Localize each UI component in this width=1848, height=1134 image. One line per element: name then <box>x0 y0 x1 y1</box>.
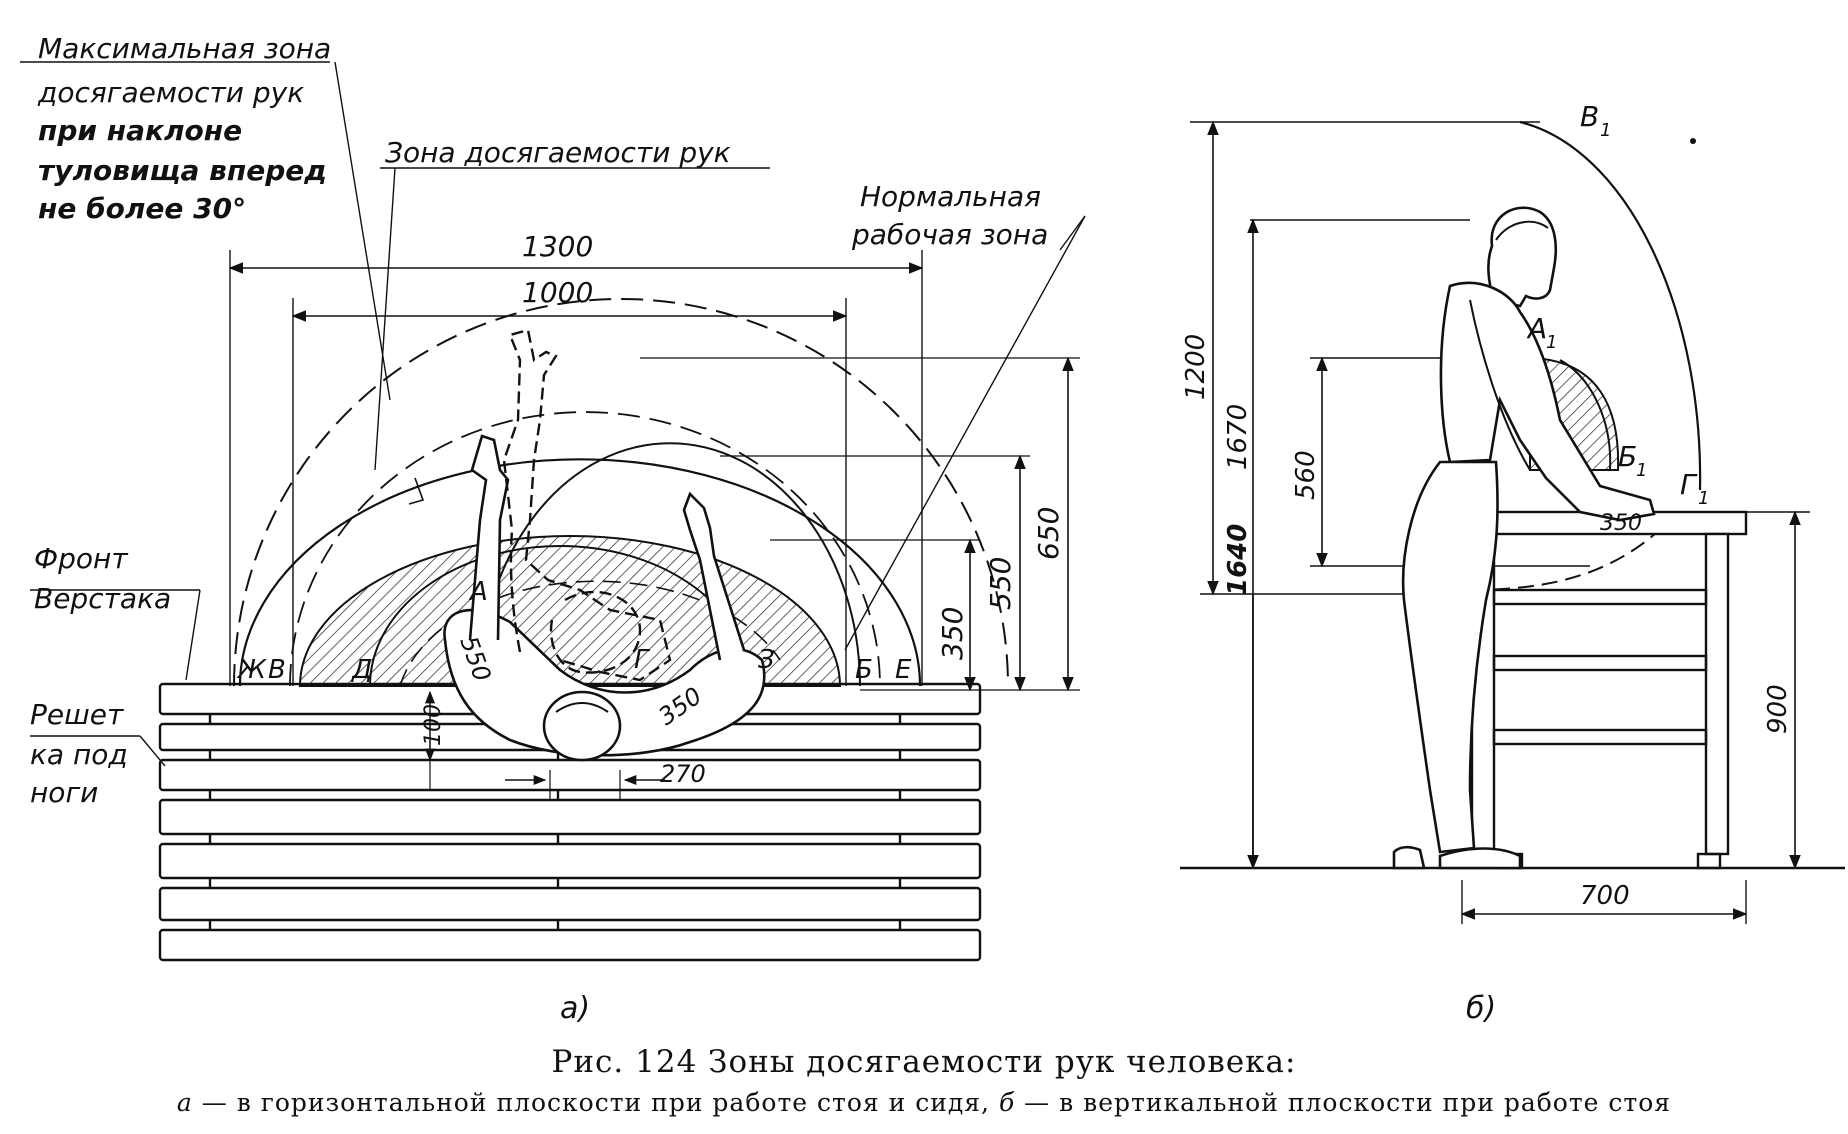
figure-b <box>1180 120 1845 924</box>
foot-grid-label-2: ка под <box>30 738 128 771</box>
max-zone-arc-inner <box>289 411 881 687</box>
dim-350-b-label: 350 <box>1600 511 1642 536</box>
caption-b-prefix: б <box>998 1088 1016 1117</box>
vertical-reach-arc-b1 <box>1519 120 1702 491</box>
point-b: Б <box>855 655 873 685</box>
person-top-view <box>443 328 766 762</box>
normal-zone-label-2: рабочая зона <box>851 218 1048 251</box>
dim-350-label: 350 <box>936 607 969 660</box>
normal-zone-label-1: Нормальная <box>860 180 1041 213</box>
max-zone-label-5: не более 30° <box>38 192 246 225</box>
dim-550-label: 550 <box>984 557 1017 610</box>
dim-900-label: 900 <box>1763 684 1793 734</box>
dim-1200-label: 1200 <box>1181 334 1211 400</box>
point-zh: Ж <box>236 655 267 685</box>
person-side-view <box>1392 206 1656 870</box>
point-a1-sub: 1 <box>1546 332 1557 353</box>
point-be1-sub: 1 <box>1636 460 1647 481</box>
dim-650-label: 650 <box>1032 507 1065 560</box>
caption-a-prefix: а <box>176 1088 193 1117</box>
point-d: Д <box>351 655 372 685</box>
dim-1300-label: 1300 <box>522 230 593 263</box>
dim-560-label: 560 <box>1291 450 1321 500</box>
max-zone-label-2: досягаемости рук <box>37 76 304 109</box>
dim-1000-label: 1000 <box>522 276 593 309</box>
caption-a-text: — в горизонтальной плоскости при работе … <box>192 1088 999 1117</box>
point-g1-sub: 1 <box>1698 488 1709 509</box>
dim-270-label: 270 <box>660 760 706 788</box>
figure-b-sublabel: б) <box>1466 991 1496 1026</box>
dim-1640-label: 1640 <box>1223 524 1253 596</box>
point-g: Г <box>634 645 651 675</box>
point-e: Е <box>895 655 912 685</box>
reach-zone-label: Зона досягаемости рук <box>385 136 731 169</box>
point-z: З <box>758 645 775 675</box>
arm-sweep-arc <box>399 580 781 687</box>
figure-caption-subtitle: а — в горизонтальной плоскости при работ… <box>0 1088 1848 1117</box>
figure-a-sublabel: а) <box>560 991 590 1026</box>
workbench-front-label-1: Фронт <box>34 542 128 575</box>
figure-b-labels: В 1 А 1 Б 1 Г 1 1200 1670 1640 560 350 9… <box>1181 100 1793 1026</box>
foot-grid-label-1: Решет <box>30 698 124 731</box>
reach-zone-arc <box>238 458 922 687</box>
caption-b-text: — в вертикальной плоскости при работе ст… <box>1015 1088 1672 1117</box>
point-b1-sub: 1 <box>1600 120 1611 141</box>
reach-arc-right <box>479 442 861 687</box>
point-v: В <box>268 655 286 685</box>
figure-caption-title: Рис. 124 Зоны досягаемости рук человека: <box>551 1044 1297 1080</box>
point-a: А <box>468 577 488 607</box>
figure-a <box>20 61 1086 962</box>
max-zone-label-4: туловища вперед <box>38 154 327 187</box>
max-zone-label-3: при наклоне <box>38 114 242 147</box>
dim-100-label: 100 <box>421 704 446 746</box>
max-zone-label-1: Максимальная зона <box>38 32 331 65</box>
foot-grid-label-3: ноги <box>30 776 98 809</box>
dim-1670-label: 1670 <box>1223 404 1253 470</box>
point-a1-label: А <box>1526 312 1547 345</box>
point-be1-label: Б <box>1618 440 1637 473</box>
workbench-front-label-2: Верстака <box>34 582 171 615</box>
point-b1-label: В <box>1580 100 1599 133</box>
point-g1-label: Г <box>1680 468 1698 501</box>
dim-700-label: 700 <box>1580 881 1630 911</box>
